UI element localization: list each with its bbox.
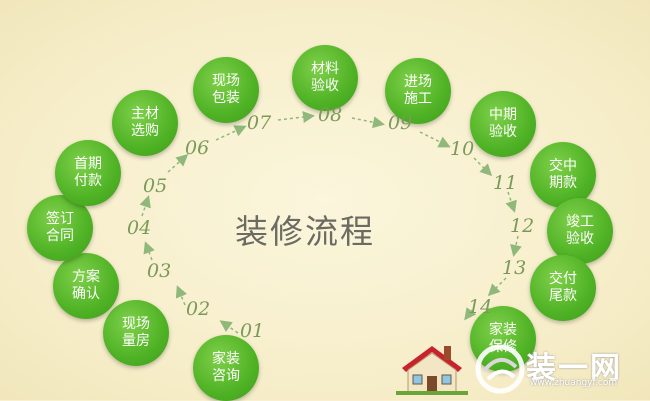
arrow-14-end [464, 307, 477, 321]
step-08-label: 材料 验收 [311, 61, 339, 94]
arrow-05-06 [167, 154, 189, 173]
arrow-12-13 [510, 235, 522, 257]
watermark-text: 装一网 [526, 351, 622, 386]
house-icon [396, 346, 468, 395]
step-07-label: 现场 包装 [212, 73, 240, 106]
step-13-circle: 交付 尾款 [530, 255, 596, 321]
step-10-number: 10 [450, 138, 475, 160]
step-01-label: 家装 咨询 [212, 351, 240, 384]
arrow-04-05 [139, 195, 151, 217]
step-05-circle: 首期 付款 [55, 140, 121, 206]
step-10-circle: 中期 验收 [470, 91, 536, 157]
step-03-circle: 方案 确认 [53, 253, 119, 319]
step-11-label: 交中 期款 [549, 158, 577, 191]
step-01-circle: 家装 咨询 [193, 335, 259, 401]
step-03-number: 03 [147, 260, 172, 282]
arrow-02-03 [175, 285, 187, 306]
step-12-circle: 竣工 验收 [547, 198, 613, 264]
step-04-label: 签订 合同 [46, 211, 74, 244]
step-07-circle: 现场 包装 [193, 57, 259, 123]
step-09-label: 进场 施工 [404, 74, 432, 107]
step-03-label: 方案 确认 [72, 269, 100, 302]
step-08-circle: 材料 验收 [292, 45, 358, 111]
step-02-label: 现场 量房 [122, 316, 150, 349]
step-10-label: 中期 验收 [489, 107, 517, 140]
step-08-number: 08 [318, 104, 343, 126]
arrow-13-14 [487, 277, 507, 297]
step-12-number: 12 [510, 215, 535, 237]
step-02-circle: 现场 量房 [103, 300, 169, 366]
step-14-number: 14 [468, 296, 493, 318]
step-13-label: 交付 尾款 [549, 271, 577, 304]
arrow-10-11 [473, 157, 493, 177]
step-09-circle: 进场 施工 [385, 58, 451, 124]
step-06-circle: 主材 选购 [112, 90, 178, 156]
step-05-number: 05 [143, 175, 168, 197]
step-01-number: 01 [240, 320, 265, 342]
step-06-number: 06 [185, 137, 210, 159]
arrow-06-07 [215, 125, 247, 141]
step-06-label: 主材 选购 [131, 106, 159, 139]
arrow-09-10 [419, 131, 451, 148]
arrow-08-09 [351, 116, 385, 129]
step-09-number: 09 [388, 112, 413, 134]
step-04-circle: 签订 合同 [27, 195, 93, 261]
step-02-number: 02 [186, 298, 211, 320]
step-04-number: 04 [127, 217, 152, 239]
arrow-01-02 [219, 320, 239, 334]
arrow-03-04 [143, 241, 155, 261]
step-13-number: 13 [502, 257, 527, 279]
watermark-url: www.zhuangyi.com [530, 378, 618, 388]
step-11-circle: 交中 期款 [530, 142, 596, 208]
logo-mark-icon [475, 344, 525, 394]
arrow-07-08 [277, 111, 315, 124]
arrow-11-12 [505, 191, 517, 213]
watermark-logo: 装一网 www.zhuangyi.com [470, 340, 648, 398]
step-12-label: 竣工 验收 [566, 214, 594, 247]
step-07-number: 07 [247, 112, 272, 134]
step-11-number: 11 [493, 172, 518, 194]
step-05-label: 首期 付款 [74, 156, 102, 189]
diagram-title: 装修流程 [235, 212, 375, 251]
